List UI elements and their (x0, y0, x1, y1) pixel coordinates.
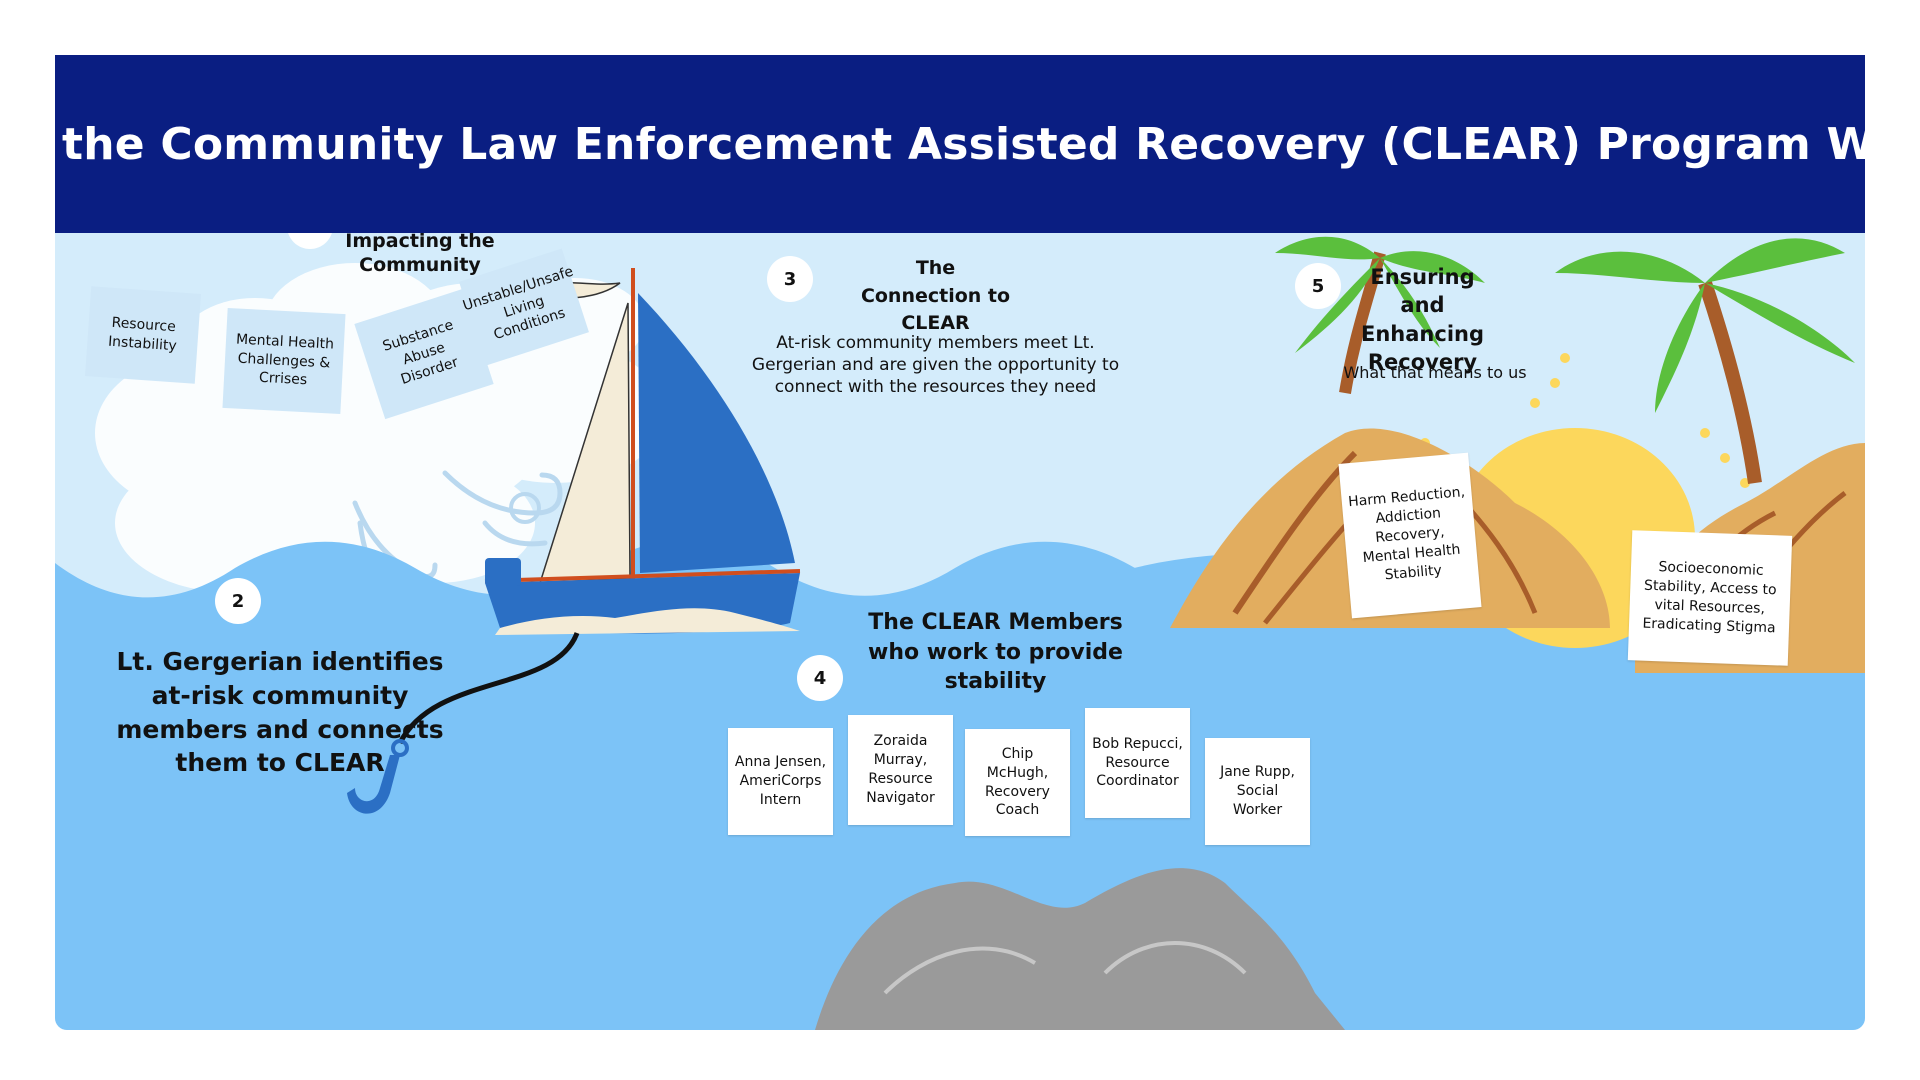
rock-icon (815, 868, 1345, 1030)
step-5-badge: 5 (1295, 263, 1341, 309)
step-5-heading: Ensuring and Enhancing Recovery (1361, 265, 1484, 375)
member-card-3: Chip McHugh, Recovery Coach (965, 729, 1070, 836)
step-3-text: At-risk community members meet Lt. Gerge… (751, 333, 1120, 398)
scene: 1 Problems Impacting the Community Resou… (55, 233, 1865, 1030)
problem-card-2: Mental Health Challenges & Crrises (222, 307, 346, 415)
sea-icon (55, 540, 1135, 1030)
member-card-4: Bob Repucci, Resource Coordinator (1085, 708, 1190, 818)
step-1-badge: 1 (287, 233, 333, 249)
scene-illustration (55, 233, 1865, 1030)
step-3-heading: The Connection to CLEAR (860, 257, 1011, 335)
palm-tree-icon (1275, 236, 1855, 484)
fishing-hook-icon (347, 632, 580, 814)
member-card-1: Anna Jensen, AmeriCorps Intern (728, 728, 833, 835)
step-3-badge: 3 (767, 256, 813, 302)
step-2-badge: 2 (215, 578, 261, 624)
recovery-card-2: Socioeconomic Stability, Access to vital… (1627, 530, 1793, 666)
step-2-text: Lt. Gergerian identifies at-risk communi… (116, 647, 444, 778)
title-banner: How the Community Law Enforcement Assist… (0, 55, 1920, 233)
step-1-heading: Problems Impacting the Community (345, 233, 495, 276)
recovery-card-1: Harm Reduction, Addiction Recovery, Ment… (1338, 452, 1482, 619)
member-card-5: Jane Rupp, Social Worker (1205, 738, 1310, 845)
member-card-2: Zoraida Murray, Resource Navigator (848, 715, 953, 825)
problem-card-1: Resource Instability (84, 286, 202, 384)
step-4-heading: The CLEAR Members who work to provide st… (868, 610, 1123, 695)
step-5-subheading: What that means to us (1343, 363, 1527, 382)
page-title: How the Community Law Enforcement Assist… (0, 118, 1920, 170)
step-4-badge: 4 (797, 655, 843, 701)
